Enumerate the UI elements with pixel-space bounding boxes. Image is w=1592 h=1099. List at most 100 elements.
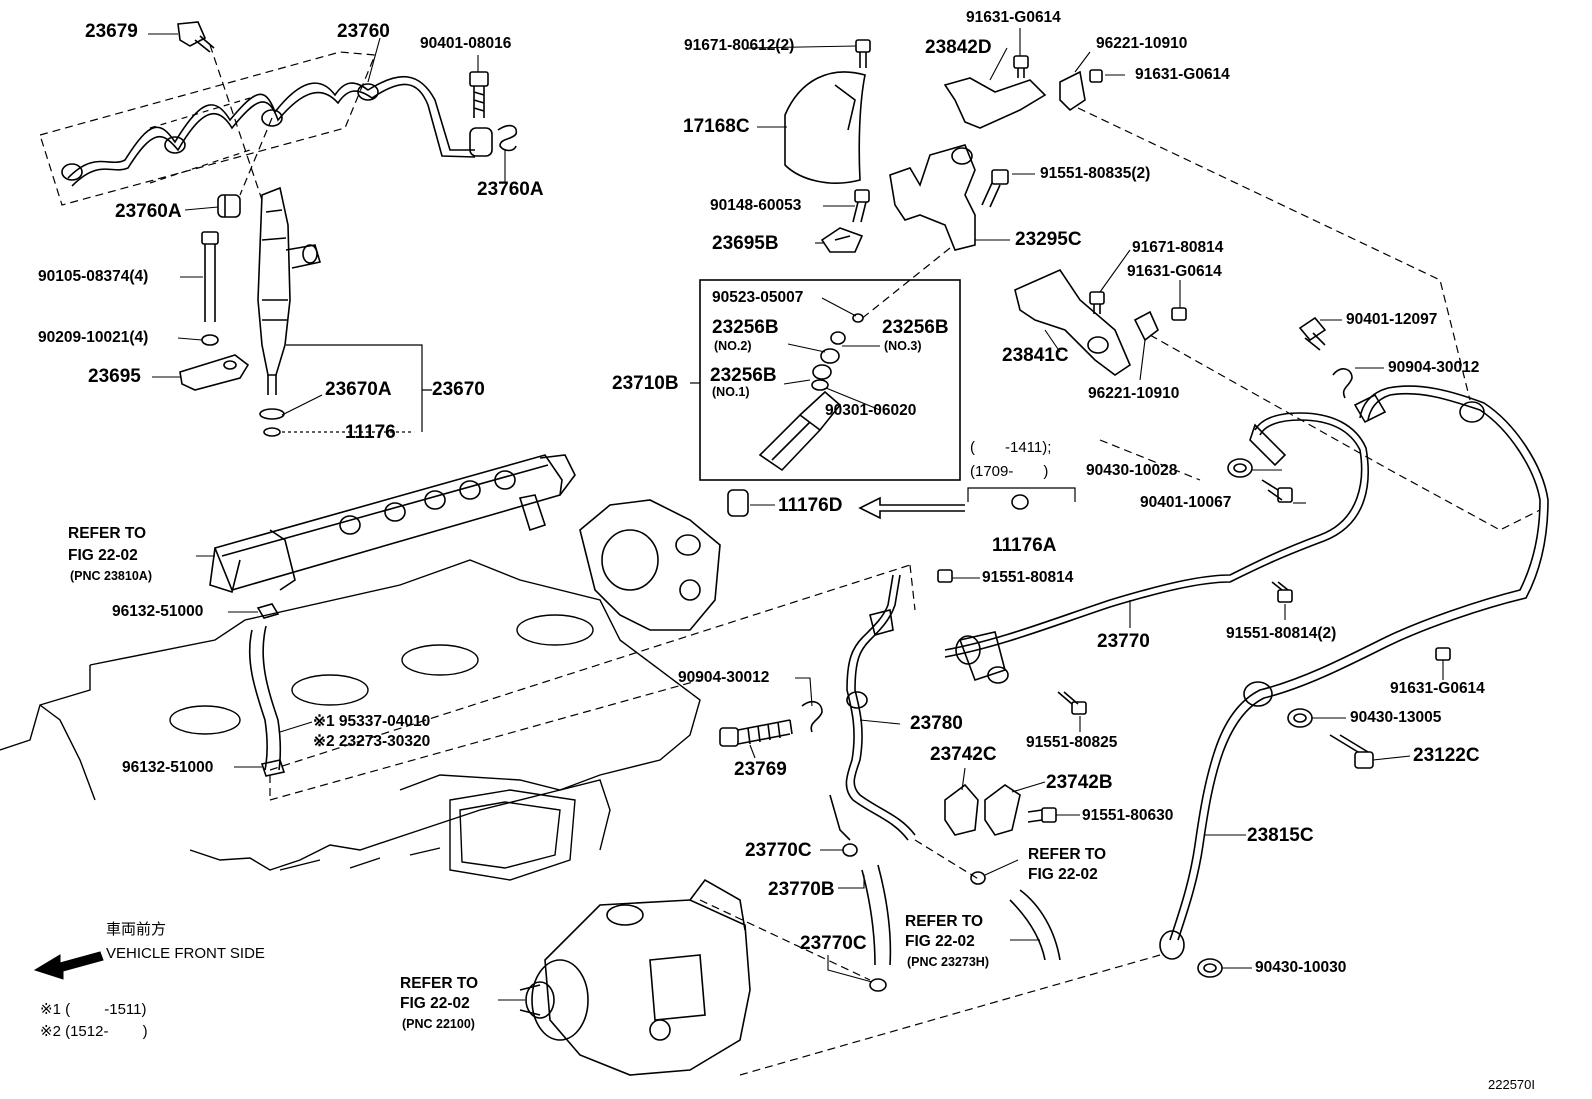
label-90301-06020[interactable]: 90301-06020 bbox=[825, 402, 917, 419]
label-23815C[interactable]: 23815C bbox=[1247, 825, 1314, 846]
label-23769[interactable]: 23769 bbox=[734, 759, 787, 780]
bracket-23742B[interactable] bbox=[984, 784, 1021, 836]
label-91631-G0614-top[interactable]: 91631-G0614 bbox=[966, 9, 1061, 26]
clamp-23695[interactable] bbox=[179, 354, 250, 391]
label-90148-60053[interactable]: 90148-60053 bbox=[710, 197, 802, 214]
gasket-23256B-no1[interactable] bbox=[812, 364, 832, 380]
label-91671-80814[interactable]: 91671-80814 bbox=[1132, 239, 1224, 256]
clip-23770C-a[interactable] bbox=[842, 843, 858, 857]
label-23842D[interactable]: 23842D bbox=[925, 37, 992, 58]
label-90105-08374[interactable]: 90105-08374(4) bbox=[38, 268, 149, 285]
label-90209-10021[interactable]: 90209-10021(4) bbox=[38, 329, 149, 346]
seal-11176A[interactable] bbox=[1011, 494, 1029, 510]
label-90904-30012-low[interactable]: 90904-30012 bbox=[678, 669, 770, 686]
injection-pipe-23760[interactable] bbox=[61, 76, 493, 187]
label-23742C[interactable]: 23742C bbox=[930, 744, 997, 765]
bracket-96221-10910-mid[interactable] bbox=[1133, 310, 1159, 342]
label-91671-80612[interactable]: 91671-80612(2) bbox=[684, 37, 795, 54]
clamp-90430-13005[interactable] bbox=[1287, 708, 1313, 728]
label-23760[interactable]: 23760 bbox=[337, 21, 390, 42]
gasket-23256B-no2[interactable] bbox=[820, 348, 840, 364]
label-91551-80814-2[interactable]: 91551-80814(2) bbox=[1226, 625, 1337, 642]
clamp-90430-10030[interactable] bbox=[1197, 958, 1223, 978]
label-23670[interactable]: 23670 bbox=[432, 379, 485, 400]
label-11176A[interactable]: 11176A bbox=[992, 535, 1057, 556]
label-96132-51000-low[interactable]: 96132-51000 bbox=[122, 759, 214, 776]
clamp-90430-10028[interactable] bbox=[1227, 458, 1253, 478]
clip-23770C-b[interactable] bbox=[869, 978, 887, 992]
clip-96132-51000-low[interactable] bbox=[260, 759, 286, 777]
bolt-91671-80612[interactable] bbox=[855, 39, 871, 68]
label-23679[interactable]: 23679 bbox=[85, 21, 138, 42]
label-11176[interactable]: 11176 bbox=[345, 422, 396, 443]
label-23760A-left[interactable]: 23760A bbox=[115, 201, 182, 222]
washer-90209-10021[interactable] bbox=[201, 334, 219, 346]
label-90430-10030[interactable]: 90430-10030 bbox=[1255, 959, 1347, 976]
bolt-90401-10067[interactable] bbox=[1261, 479, 1293, 503]
part-23679[interactable] bbox=[177, 21, 215, 53]
pipe-23780[interactable] bbox=[829, 574, 916, 841]
label-23770[interactable]: 23770 bbox=[1097, 631, 1150, 652]
part-90401-08016[interactable] bbox=[469, 71, 489, 118]
bracket-23841C[interactable] bbox=[1014, 268, 1131, 376]
label-23760A-right[interactable]: 23760A bbox=[477, 179, 544, 200]
clip-96132-51000-top[interactable] bbox=[256, 603, 280, 619]
clip-23760A-right[interactable] bbox=[497, 124, 518, 152]
label-96221-10910-mid[interactable]: 96221-10910 bbox=[1088, 385, 1180, 402]
label-90523-05007[interactable]: 90523-05007 bbox=[712, 289, 804, 306]
label-91631-G0614-right[interactable]: 91631-G0614 bbox=[1135, 66, 1230, 83]
clip-23695B[interactable] bbox=[820, 227, 864, 253]
label-23770C-a[interactable]: 23770C bbox=[745, 840, 812, 861]
label-23122C[interactable]: 23122C bbox=[1413, 745, 1480, 766]
label-23256B-no1[interactable]: 23256B bbox=[710, 365, 777, 386]
gasket-23670A[interactable] bbox=[259, 408, 285, 420]
bolt-90148-60053[interactable] bbox=[852, 189, 870, 223]
bracket-23295C[interactable] bbox=[889, 144, 976, 251]
label-91551-80814[interactable]: 91551-80814 bbox=[982, 569, 1074, 586]
label-90401-10067[interactable]: 90401-10067 bbox=[1140, 494, 1232, 511]
label-11176D[interactable]: 11176D bbox=[778, 495, 843, 516]
bolt-91671-80814[interactable] bbox=[1089, 291, 1105, 314]
cover-17168C[interactable] bbox=[784, 71, 866, 184]
label-91551-80835[interactable]: 91551-80835(2) bbox=[1040, 165, 1151, 182]
label-90430-13005[interactable]: 90430-13005 bbox=[1350, 709, 1442, 726]
label-23695B[interactable]: 23695B bbox=[712, 233, 779, 254]
part-23122C[interactable] bbox=[1329, 734, 1374, 769]
clip-90904-30012-top[interactable] bbox=[1332, 368, 1353, 399]
seal-11176[interactable] bbox=[263, 427, 281, 437]
label-23841C[interactable]: 23841C bbox=[1002, 345, 1069, 366]
bracket-23842D[interactable] bbox=[943, 77, 1047, 129]
pipe-23815C[interactable] bbox=[1159, 385, 1549, 960]
label-90401-08016[interactable]: 90401-08016 bbox=[420, 35, 512, 52]
clip-23760A-left[interactable] bbox=[217, 194, 241, 218]
label-91631-G0614-mid[interactable]: 91631-G0614 bbox=[1127, 263, 1222, 280]
label-91551-80825[interactable]: 91551-80825 bbox=[1026, 734, 1118, 751]
label-90401-12097[interactable]: 90401-12097 bbox=[1346, 311, 1438, 328]
label-91631-G0614-low[interactable]: 91631-G0614 bbox=[1390, 680, 1485, 697]
bolt-91551-80835[interactable] bbox=[981, 169, 1009, 208]
bracket-23742C[interactable] bbox=[944, 783, 979, 836]
bolt-91631-G0614-low[interactable] bbox=[1435, 647, 1451, 661]
pipe-23770[interactable] bbox=[944, 412, 1369, 658]
bolt-90105-08374[interactable] bbox=[201, 231, 219, 322]
injector-23670[interactable] bbox=[257, 186, 322, 395]
hose-95337-04010[interactable] bbox=[248, 625, 282, 771]
label-23273-30320[interactable]: ※2 23273-30320 bbox=[313, 733, 431, 750]
clip-90904-30012-low[interactable] bbox=[801, 700, 823, 733]
bolt-91551-80814[interactable] bbox=[937, 569, 953, 583]
label-23742B[interactable]: 23742B bbox=[1046, 772, 1113, 793]
label-23295C[interactable]: 23295C bbox=[1015, 229, 1082, 250]
bolt-91551-80825[interactable] bbox=[1057, 691, 1087, 715]
label-23710B[interactable]: 23710B bbox=[612, 373, 679, 394]
supply-pump-22100[interactable] bbox=[519, 878, 751, 1076]
common-rail-23810A[interactable] bbox=[209, 454, 576, 594]
oring-90301-06020[interactable] bbox=[811, 379, 829, 391]
label-23256B-no2[interactable]: 23256B bbox=[712, 317, 779, 338]
gasket-23256B-no3[interactable] bbox=[830, 331, 846, 345]
label-23770B[interactable]: 23770B bbox=[768, 879, 835, 900]
bolt-90401-12097[interactable] bbox=[1298, 316, 1327, 351]
bolt-91551-80630[interactable] bbox=[1027, 807, 1057, 823]
label-23670A[interactable]: 23670A bbox=[325, 379, 392, 400]
bolt-91631-G0614-mid[interactable] bbox=[1171, 307, 1187, 321]
injector-23710B[interactable] bbox=[758, 390, 842, 472]
